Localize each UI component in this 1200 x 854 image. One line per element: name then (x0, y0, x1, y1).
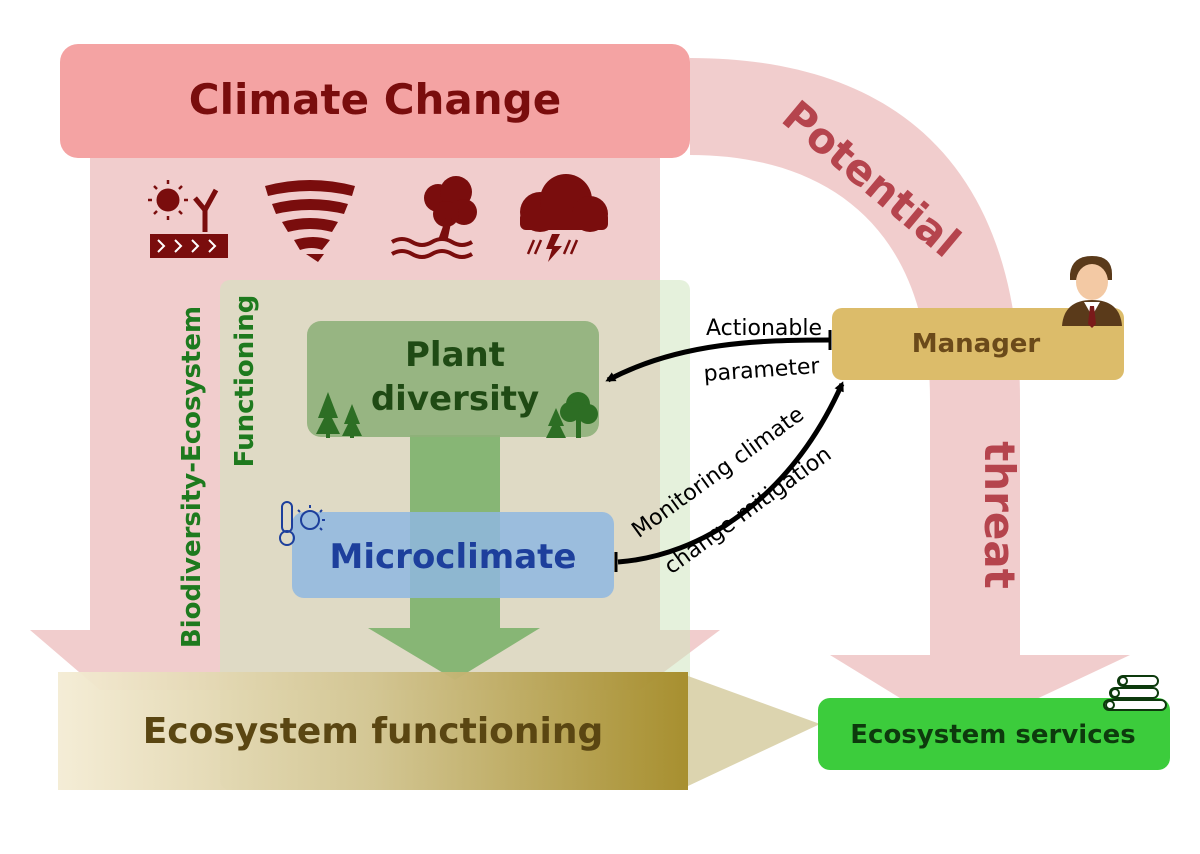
drought-icon (148, 180, 228, 258)
plant-diversity-box: Plant diversity (307, 321, 599, 437)
bef-label-line2: Functioning (230, 295, 260, 468)
actionable-parameter-arrow (605, 337, 831, 383)
microclimate-box: Microclimate (292, 512, 614, 598)
ecosystem-functioning-label: Ecosystem functioning (143, 711, 604, 752)
threat-label: threat (975, 441, 1024, 589)
potential-threat-arrow (690, 58, 1130, 735)
plant-diversity-line2: diversity (371, 379, 539, 419)
monitoring-arrow (617, 381, 845, 565)
ecosystem-services-label: Ecosystem services (850, 720, 1135, 750)
microclimate-label: Microclimate (330, 537, 577, 577)
actionable-line2: parameter (703, 354, 822, 387)
manager-label: Manager (912, 329, 1041, 359)
flood-icon (390, 176, 477, 259)
conifer-trees-icon (316, 392, 362, 438)
ecosystem-functioning-bar: Ecosystem functioning (58, 672, 820, 790)
deciduous-trees-icon (546, 392, 598, 438)
timber-logs-icon (1103, 675, 1167, 711)
climate-change-box: Climate Change (60, 44, 690, 158)
plant-diversity-line1: Plant (405, 335, 505, 375)
climate-change-title: Climate Change (189, 75, 561, 124)
actionable-line1: Actionable (706, 316, 822, 341)
bef-label-line1: Biodiversity-Ecosystem (177, 306, 207, 648)
manager-person-icon (1062, 256, 1122, 328)
tornado-icon (265, 180, 355, 262)
thermometer-sun-icon (279, 501, 325, 546)
ecosystem-services-box: Ecosystem services (818, 698, 1170, 770)
storm-icon (520, 174, 608, 262)
manager-box: Manager (832, 308, 1124, 380)
